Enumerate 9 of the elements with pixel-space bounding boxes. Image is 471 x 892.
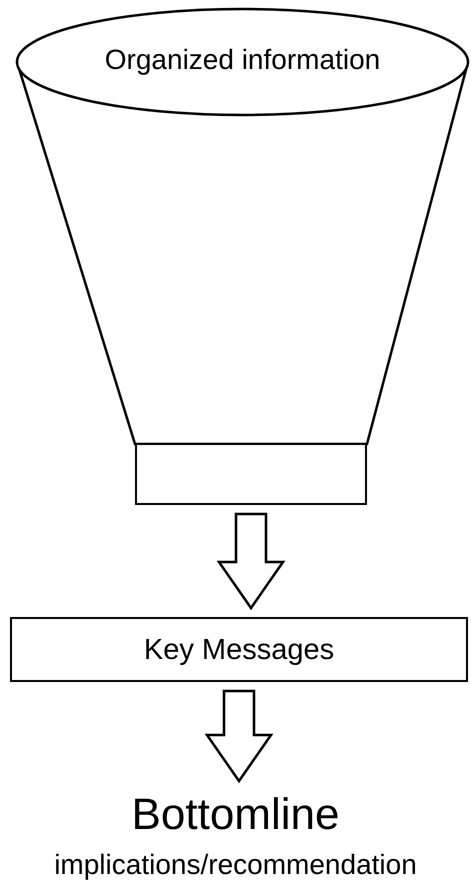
message-box (10, 617, 468, 682)
result-subtext: implications/recommendation (53, 848, 418, 882)
block-arrow (216, 512, 286, 610)
funnel-shape (15, 8, 470, 444)
funnel-label: Organized information (104, 43, 382, 77)
result-heading: Bottomline (130, 790, 340, 840)
block-arrow (204, 690, 274, 784)
box-label: Key Messages (142, 633, 336, 667)
funnel-neck-box (135, 443, 367, 505)
